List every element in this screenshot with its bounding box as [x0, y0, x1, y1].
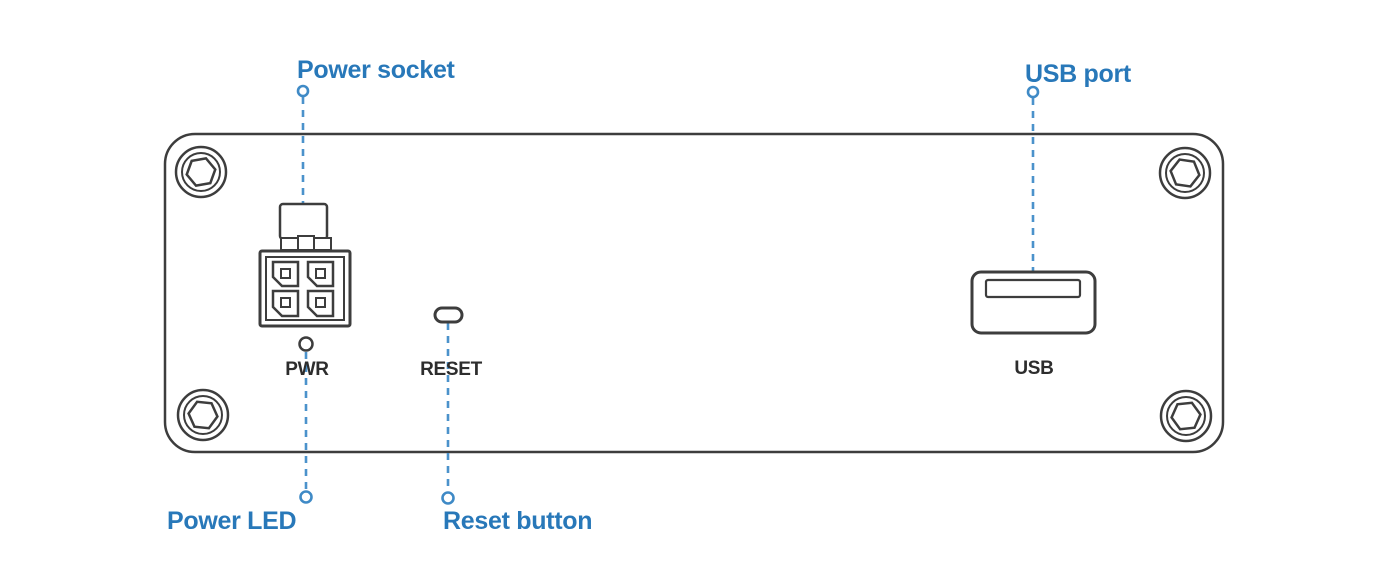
- callout-label-usb-port: USB port: [1025, 60, 1131, 88]
- callout-leader-lines: [301, 97, 1035, 493]
- callout-endpoints: [296, 84, 1040, 505]
- port-label-reset: RESET: [420, 359, 482, 380]
- panel-outline: [163, 132, 1225, 454]
- reset-button-endpoint: [441, 491, 455, 505]
- power-socket-endpoint: [296, 84, 310, 98]
- reset-button-hole: [433, 306, 464, 324]
- screw-bottom-left: [176, 388, 230, 442]
- power-led-indicator: [298, 336, 314, 352]
- power-socket-connector: [258, 202, 352, 328]
- port-label-pwr: PWR: [285, 359, 329, 380]
- callout-label-reset-button: Reset button: [443, 507, 593, 535]
- callout-label-power-led: Power LED: [167, 507, 297, 535]
- usb-port-endpoint: [1026, 85, 1040, 99]
- screw-top-left: [174, 145, 228, 199]
- port-label-usb: USB: [1014, 358, 1054, 379]
- usb-port-connector: [970, 270, 1097, 335]
- callout-label-power-socket: Power socket: [297, 56, 455, 84]
- power-led-endpoint: [299, 490, 313, 504]
- screw-top-right: [1158, 146, 1212, 200]
- screw-bottom-right: [1159, 389, 1213, 443]
